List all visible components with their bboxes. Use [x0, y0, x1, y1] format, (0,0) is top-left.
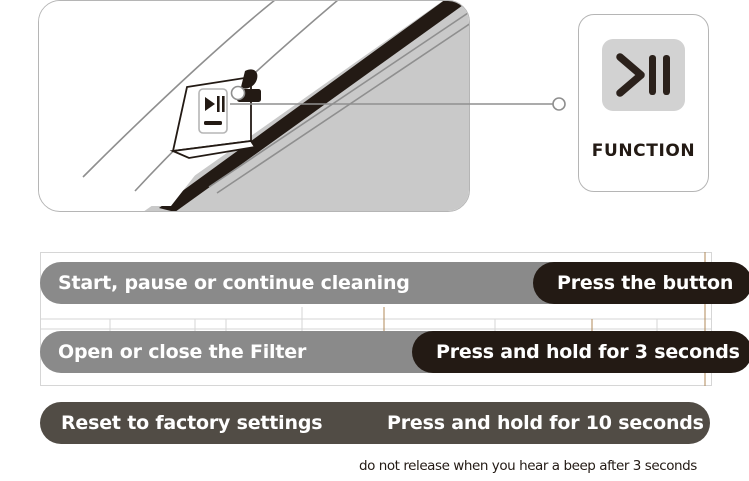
- instruction-label-start: Press the button: [557, 272, 734, 294]
- action-row-start-pause-continue: Start, pause or continue cleaning Press …: [40, 262, 749, 304]
- action-label-start: Start, pause or continue cleaning: [58, 272, 410, 294]
- action-label-pill-reset: Reset to factory settings: [40, 402, 710, 444]
- illustration-panel: [38, 0, 470, 212]
- action-label-pill-start: Start, pause or continue cleaning: [40, 262, 600, 304]
- instruction-label-filter: Press and hold for 3 seconds: [436, 341, 740, 363]
- background-table-grid: [40, 252, 712, 386]
- instruction-pill-start: Press the button: [533, 262, 749, 304]
- connector-endpoint-circle: [552, 97, 566, 111]
- action-row-reset-factory-settings: Reset to factory settings Press and hold…: [40, 402, 710, 444]
- device-play-pause-icon: [205, 96, 225, 112]
- function-button-card: FUNCTION: [578, 14, 709, 192]
- footnote-text: do not release when you hear a beep afte…: [359, 458, 697, 474]
- robot-vacuum-illustration: [39, 1, 469, 211]
- play-pause-icon: [615, 53, 670, 97]
- function-label: FUNCTION: [591, 141, 696, 161]
- action-row-open-close-filter: Open or close the Filter Press and hold …: [40, 331, 749, 373]
- instruction-label-reset: Press and hold for 10 seconds: [387, 412, 704, 434]
- instruction-pill-filter: Press and hold for 3 seconds: [412, 331, 749, 373]
- instruction-wrapper-reset: Press and hold for 10 seconds: [387, 402, 704, 444]
- action-label-filter: Open or close the Filter: [58, 341, 307, 363]
- callout-connector-line: [230, 97, 566, 111]
- action-label-reset: Reset to factory settings: [61, 412, 323, 434]
- function-icon-tile: [602, 39, 685, 111]
